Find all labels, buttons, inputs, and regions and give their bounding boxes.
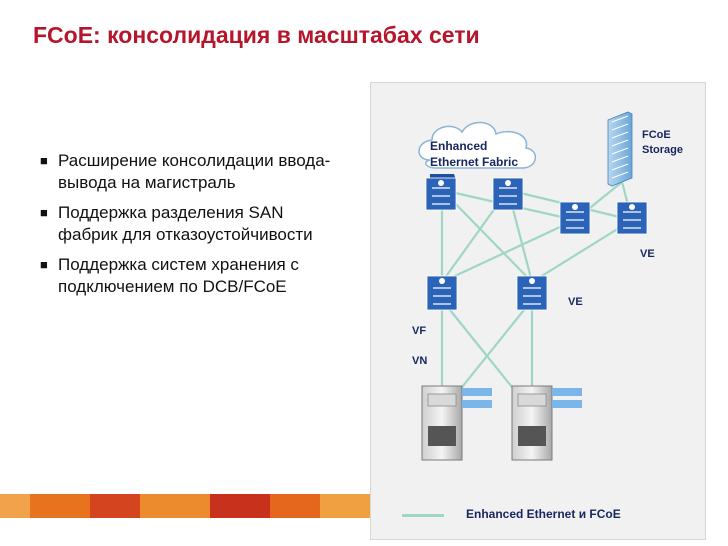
- decorative-orange-bar: [0, 494, 370, 518]
- cloud-icon: [418, 121, 536, 169]
- vn-label: VN: [412, 355, 428, 367]
- bullet-item: ■ Поддержка разделения SAN фабрик для отк…: [40, 202, 340, 246]
- storage-icon: [607, 111, 633, 187]
- storage-label: FCoE: [642, 129, 671, 141]
- legend-label: Enhanced Ethernet и FCoE: [466, 507, 621, 521]
- switch-icon: [426, 275, 458, 311]
- bullet-text: Поддержка разделения SAN фабрик для отка…: [58, 203, 313, 244]
- switch-icon: [425, 174, 457, 211]
- ve-label: VE: [568, 296, 583, 308]
- network-diagram: [418, 111, 648, 461]
- square-bullet-icon: ■: [40, 257, 48, 272]
- vf-label: VF: [412, 325, 427, 337]
- bullet-item: ■ Расширение консолидации ввода-вывода на…: [40, 150, 340, 194]
- bullet-item: ■ Поддержка систем хранения с подключение…: [40, 254, 340, 298]
- switch-icon: [559, 201, 591, 235]
- square-bullet-icon: ■: [40, 205, 48, 220]
- legend: Enhanced Ethernet и FCoE: [370, 500, 704, 530]
- slide-title: FCoE: консолидация в масштабах сети: [33, 22, 480, 48]
- ve-label: VE: [640, 248, 655, 260]
- square-bullet-icon: ■: [40, 153, 48, 168]
- storage-label: Storage: [642, 144, 683, 156]
- server-icon: [421, 385, 492, 461]
- switch-icon: [616, 201, 648, 235]
- cloud-label: Ethernet Fabric: [430, 155, 519, 169]
- switch-icon: [516, 275, 548, 311]
- server-icon: [511, 385, 582, 461]
- legend-line: [402, 514, 444, 517]
- bullet-text: Расширение консолидации ввода-вывода на …: [58, 151, 331, 192]
- switch-icon: [492, 177, 524, 211]
- bullet-list: ■ Расширение консолидации ввода-вывода на…: [40, 150, 340, 306]
- bullet-text: Поддержка систем хранения с подключением…: [58, 255, 299, 296]
- cloud-label: Enhanced: [430, 139, 488, 153]
